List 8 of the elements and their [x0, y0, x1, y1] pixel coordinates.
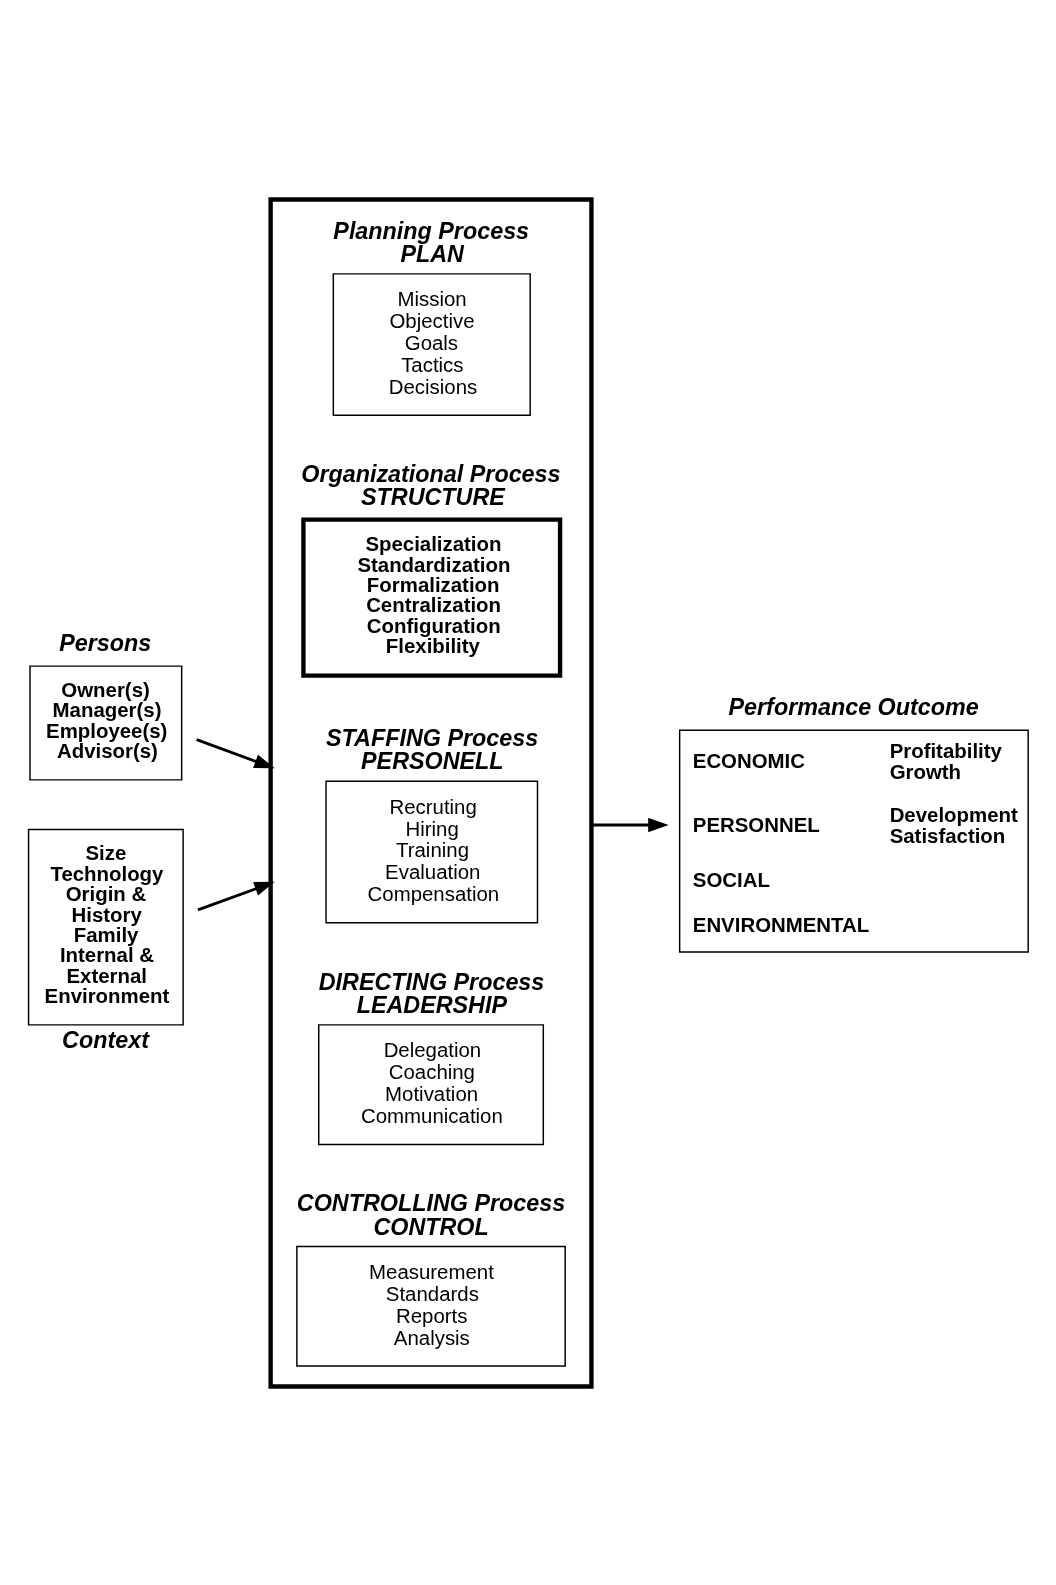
node-label: Context [62, 1026, 149, 1053]
node-label: Organizational Process STRUCTURE [301, 460, 561, 510]
node-label: STAFFING Process PERSONELL [326, 724, 539, 774]
node-label: Performance Outcome [728, 693, 979, 720]
node-label: CONTROLLING Process CONTROL [296, 1189, 566, 1240]
node-label: DIRECTING Process LEADERSHIP [318, 968, 545, 1018]
node-label: Planning Process PLAN [333, 217, 530, 267]
node-label: Persons [59, 629, 152, 656]
